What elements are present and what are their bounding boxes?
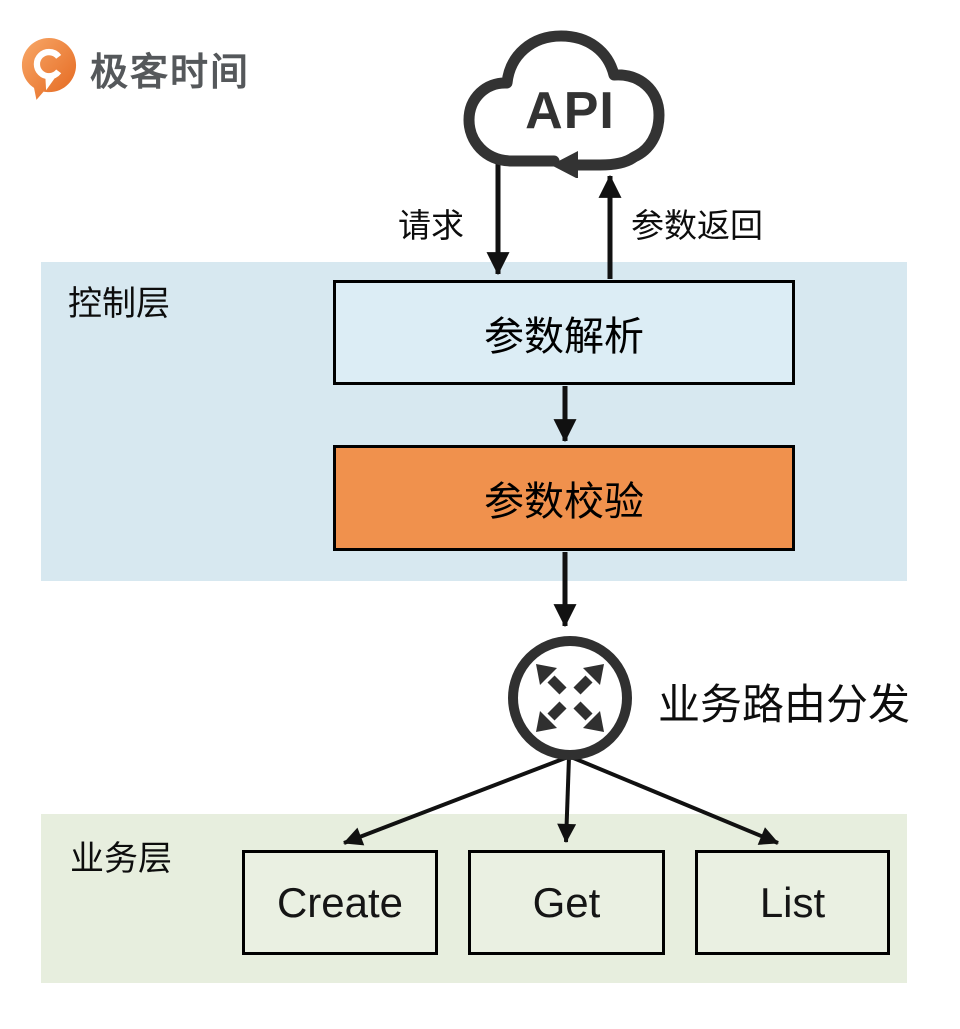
- validate-box-label: 参数校验: [484, 480, 644, 524]
- geektime-pin-icon: [21, 38, 77, 100]
- validate-box: 参数校验: [333, 445, 795, 551]
- fan-arrow-list: [570, 755, 779, 845]
- router-label: 业务路由分发: [658, 681, 911, 728]
- list-box: List: [695, 850, 890, 955]
- brand-logo: 极客时间: [20, 36, 250, 100]
- api-label: API: [525, 82, 615, 140]
- router-dispatch-icon: [508, 636, 632, 760]
- sync-arrow-icon: [551, 151, 638, 179]
- return-label: 参数返回: [631, 207, 763, 244]
- list-box-label: List: [759, 878, 826, 926]
- parse-box: 参数解析: [333, 280, 795, 385]
- get-box-label: Get: [532, 878, 601, 926]
- parse-box-label: 参数解析: [484, 314, 644, 359]
- control-layer-label: 控制层: [68, 285, 170, 323]
- api-cloud-icon: [463, 30, 665, 179]
- create-box-label: Create: [276, 878, 404, 926]
- fan-arrow-get: [557, 756, 577, 843]
- brand-name: 极客时间: [90, 51, 251, 94]
- get-box: Get: [468, 850, 665, 955]
- fan-arrow-create: [343, 755, 569, 846]
- business-layer-label: 业务层: [70, 840, 172, 878]
- request-label: 请求: [398, 207, 464, 244]
- create-box: Create: [242, 850, 438, 955]
